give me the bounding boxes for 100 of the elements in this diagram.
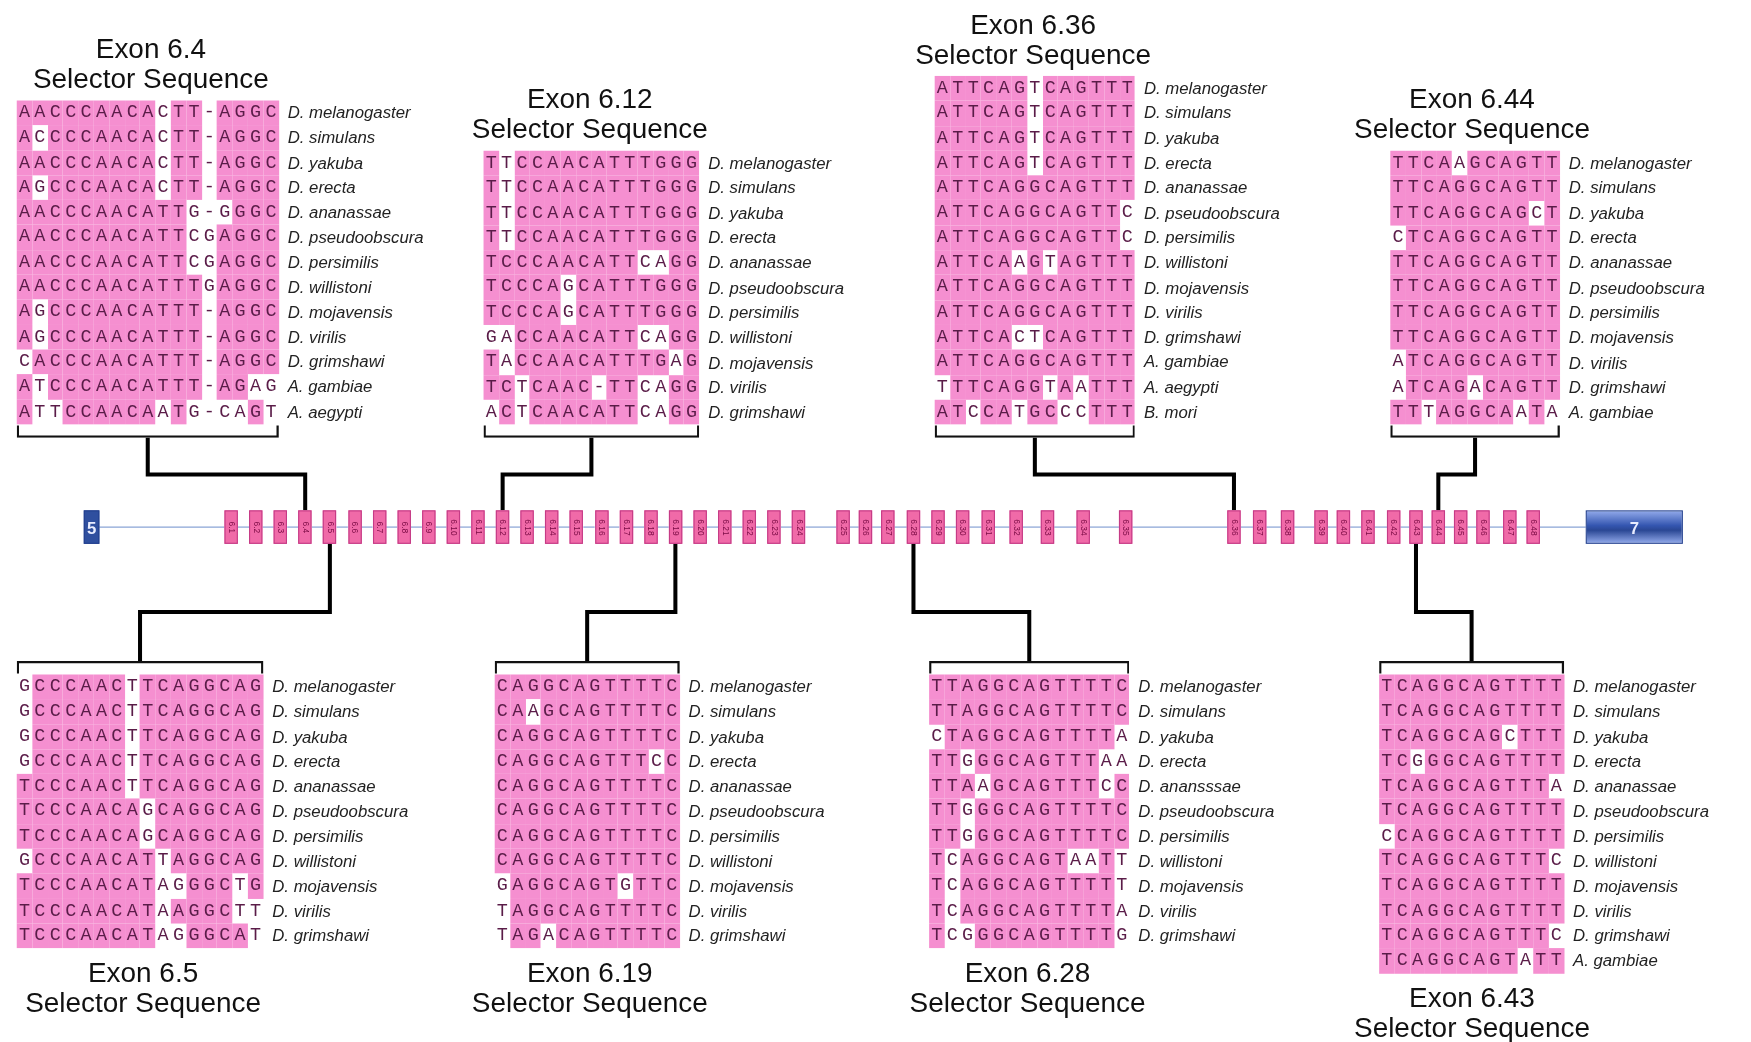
exon-box: 6.1	[224, 510, 238, 544]
exon-box: 5	[83, 510, 100, 544]
intron-line	[1089, 526, 1120, 528]
species-label: D. mojavensis	[272, 876, 378, 897]
species-label: D. melanogaster	[688, 676, 812, 697]
intron-line	[706, 526, 719, 528]
intron-line	[1444, 526, 1455, 528]
leader-line	[585, 543, 678, 662]
species-label: D. pseudoobscura	[1138, 801, 1275, 822]
intron-line	[968, 526, 983, 528]
species-label: D. ananassae	[708, 252, 812, 273]
exon-box: 6.16	[594, 510, 609, 544]
species-label: D. simulans	[1568, 178, 1657, 199]
panel-title: Exon 6.28 Selector Sequence	[909, 957, 1146, 1018]
species-label: D. willistoni	[708, 327, 792, 348]
species-label: D. melanogaster	[1138, 676, 1262, 697]
species-label: B. mori	[1143, 402, 1197, 423]
intron-line	[508, 526, 522, 528]
species-label: A. gambiae	[1143, 352, 1229, 373]
species-label: A. gambiae	[1573, 950, 1658, 971]
species-label: D. grimshawi	[1573, 925, 1670, 946]
species-label: D. grimshawi	[708, 402, 805, 423]
species-label: D. pseudoobscura	[272, 801, 409, 822]
intron-line	[1539, 526, 1587, 528]
species-label: D. willistoni	[272, 851, 356, 872]
species-label: D. persimilis	[688, 826, 780, 847]
intron-line	[1293, 526, 1315, 528]
intron-line	[484, 526, 497, 528]
intron-line	[681, 526, 694, 528]
leader-line	[145, 437, 308, 511]
exon-box: 6.3	[273, 510, 288, 544]
exon-box: 6.9	[421, 510, 436, 544]
intron-line	[804, 526, 838, 528]
exon-box: 6.18	[644, 510, 658, 544]
species-label: D. willistoni	[287, 277, 372, 298]
species-label: D. willistoni	[1138, 851, 1223, 872]
intron-line	[1327, 526, 1338, 528]
exon-box: 6.36	[1227, 510, 1241, 544]
species-label: D. melanogaster	[287, 102, 411, 123]
panel-title: Exon 6.5 Selector Sequence	[25, 957, 262, 1018]
exon-box: 6.45	[1453, 510, 1468, 544]
exon-box: 6.12	[495, 510, 510, 544]
leader-line	[500, 437, 594, 511]
species-label: D. ananassae	[272, 776, 376, 797]
species-label: D. melanogaster	[708, 153, 832, 174]
exon-box: 6.6	[347, 510, 362, 544]
intron-line	[459, 526, 472, 528]
exon-box: 6.29	[931, 510, 945, 544]
species-label: D. mojavensis	[287, 302, 393, 323]
exon-box: 6.25	[836, 510, 850, 544]
species-label: D. yakuba	[287, 152, 364, 173]
exon-box: 6.5	[323, 510, 337, 544]
species-label: D. simulans	[1143, 103, 1232, 124]
species-label: D. simulans	[1138, 701, 1226, 722]
intron-line	[98, 526, 226, 528]
species-label: D. melanogaster	[272, 676, 396, 697]
intron-line	[893, 526, 908, 528]
exon-box: 6.48	[1526, 510, 1540, 544]
species-label: D. simulans	[708, 178, 796, 199]
species-label: D. persimilis	[287, 252, 379, 273]
species-label: D. pseudoobscura	[287, 227, 424, 248]
species-label: D. virilis	[1568, 352, 1628, 373]
exon-box: 6.14	[545, 510, 559, 544]
species-label: D. pseudoobscura	[708, 277, 845, 298]
intron-line	[1399, 526, 1410, 528]
species-label: D. willistoni	[1143, 252, 1228, 273]
species-label: D. persimilis	[1143, 227, 1236, 248]
species-label: D. yakuba	[688, 726, 764, 747]
exon-box: 6.42	[1386, 510, 1401, 544]
species-label: D. persimilis	[708, 302, 800, 323]
species-label: D. erecta	[1138, 751, 1207, 772]
intron-line	[1422, 526, 1433, 528]
leader-line	[1414, 543, 1474, 662]
species-label: D. yakuba	[1143, 128, 1220, 149]
intron-line	[261, 526, 275, 528]
species-label: D. willistoni	[688, 851, 773, 872]
species-label: D. yakuba	[708, 202, 784, 224]
species-label: D. erecta	[272, 751, 341, 772]
species-label: D. pseudoobscura	[1143, 202, 1280, 223]
exon-box: 6.4	[298, 510, 312, 544]
intron-line	[632, 526, 645, 528]
species-label: D. persimilis	[1138, 826, 1230, 847]
species-label: D. ananassae	[287, 202, 392, 223]
intron-line	[656, 526, 670, 528]
exon-box: 6.37	[1252, 510, 1267, 544]
exon-box: 6.15	[569, 510, 584, 544]
exon-box: 6.44	[1431, 510, 1445, 544]
intron-line	[335, 526, 349, 528]
intron-line	[533, 526, 546, 528]
intron-line	[360, 526, 374, 528]
intron-line	[994, 526, 1011, 528]
exon-box: 6.40	[1336, 510, 1351, 544]
species-label: A. gambiae	[287, 376, 373, 397]
species-label: D. ananassae	[688, 776, 792, 797]
intron-line	[1466, 526, 1477, 528]
intron-line	[1053, 526, 1078, 528]
exon-box: 6.23	[767, 510, 781, 544]
leader-line	[911, 543, 1032, 662]
species-label: D. simulans	[688, 701, 777, 722]
species-label: D. virilis	[1143, 302, 1203, 323]
